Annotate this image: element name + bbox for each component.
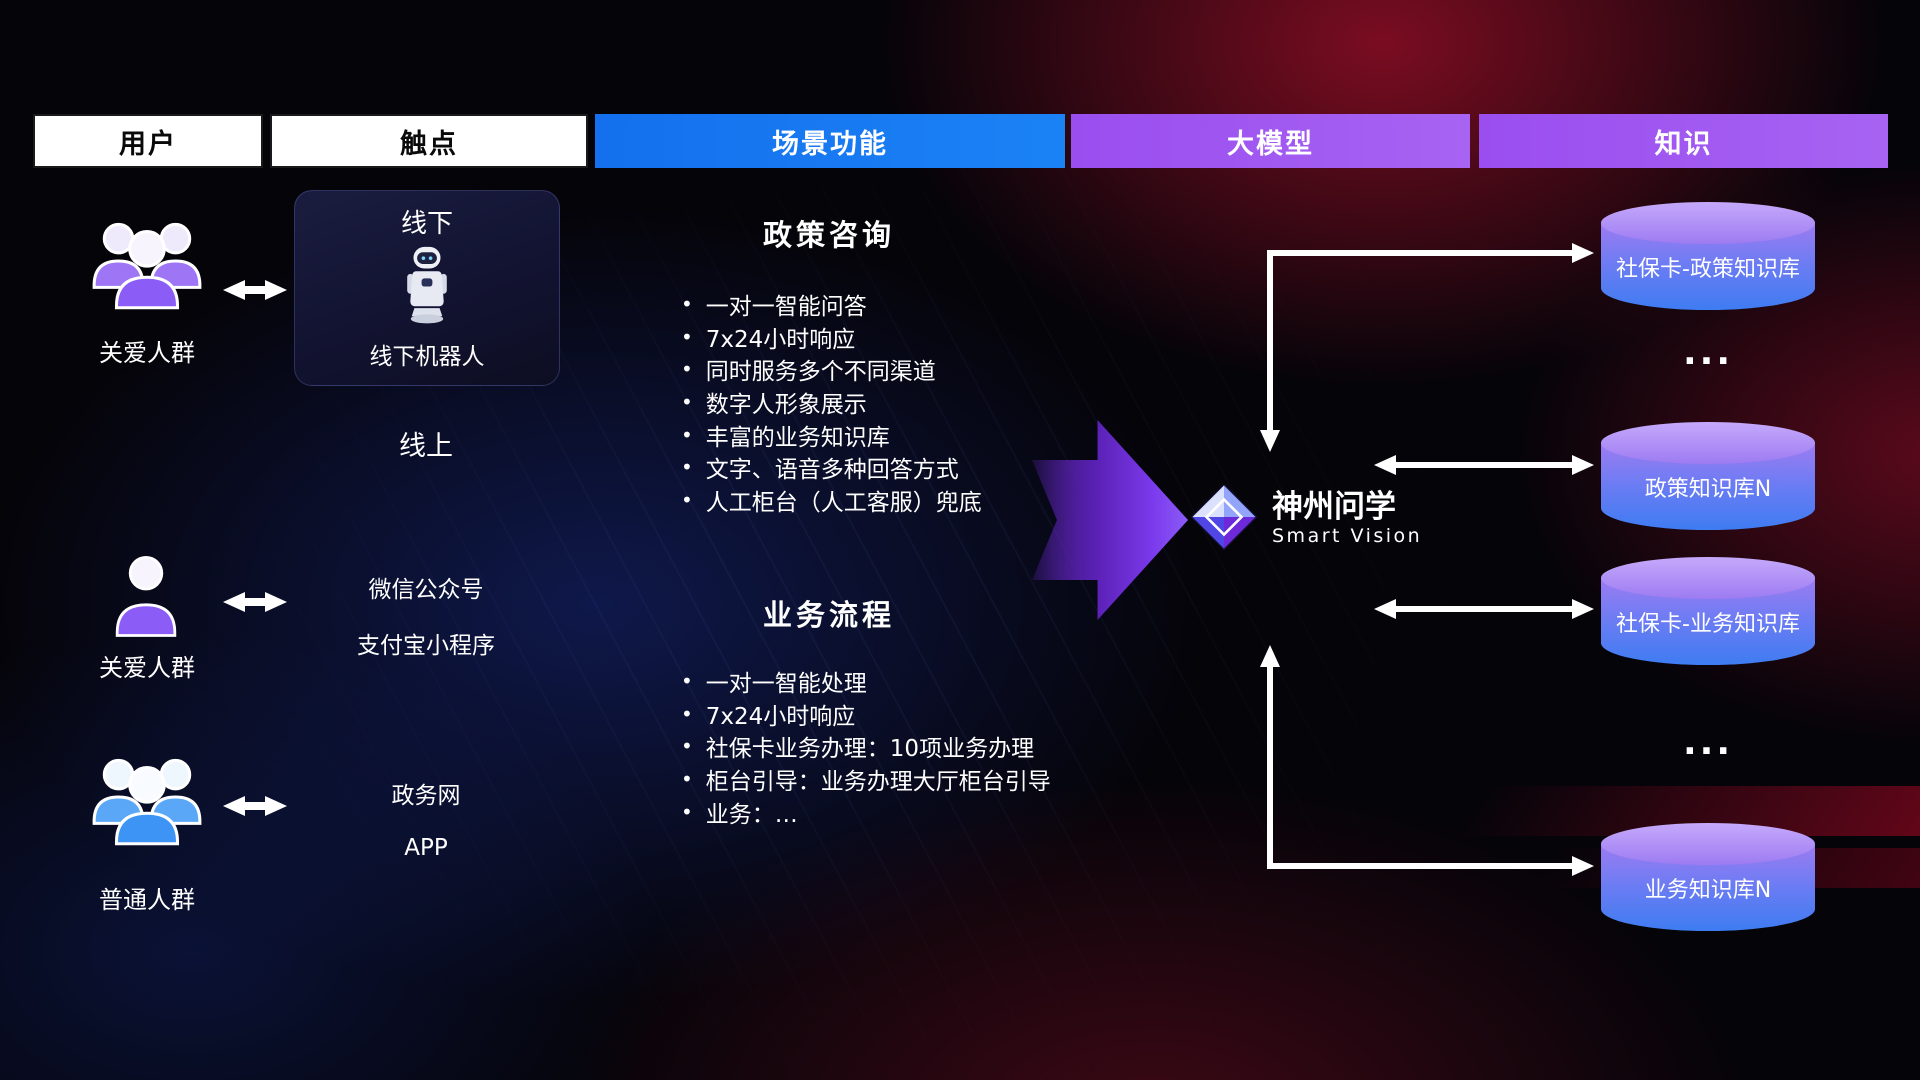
column-header-knowledge: 知识 [1479, 114, 1888, 168]
user-group-label: 普通人群 [99, 886, 195, 914]
kb-ellipsis: ... [1682, 722, 1734, 763]
kb-policy-n: 政策知识库N [1601, 422, 1815, 530]
feature-item: 人工柜台（人工客服）兜底 [681, 484, 1101, 517]
kb-label: 政策知识库N [1644, 477, 1772, 502]
column-header-scenario: 场景功能 [595, 114, 1065, 168]
feature-item: 数字人形象展示 [681, 386, 1101, 419]
feature-item: 社保卡业务办理：10项业务办理 [681, 730, 1101, 763]
policy-feature-list: 一对一智能问答 7x24小时响应 同时服务多个不同渠道 数字人形象展示 丰富的业… [681, 288, 1101, 516]
business-process-title: 业务流程 [762, 598, 895, 632]
feature-item: 业务：… [681, 795, 1101, 828]
feature-item: 一对一智能处理 [681, 665, 1101, 698]
database-icon [1601, 202, 1815, 244]
general-group-icon [86, 748, 208, 854]
care-person-icon [104, 549, 188, 646]
feature-item: 文字、语音多种回答方式 [681, 451, 1101, 484]
model-to-kb1-arrow [1260, 243, 1594, 452]
feature-item: 7x24小时响应 [681, 698, 1101, 731]
business-feature-list: 一对一智能处理 7x24小时响应 社保卡业务办理：10项业务办理 柜台引导：业务… [681, 665, 1101, 828]
touchpoint-wechat: 微信公众号 [368, 577, 484, 603]
feature-item: 同时服务多个不同渠道 [681, 353, 1101, 386]
brand-name: 神州问学 [1272, 489, 1396, 525]
column-header-user: 用户 [33, 114, 263, 168]
touchpoint-alipay: 支付宝小程序 [357, 633, 495, 659]
database-icon [1601, 557, 1815, 599]
smart-vision-logo-icon [1189, 482, 1259, 556]
user-group-label: 关爱人群 [99, 339, 195, 367]
kb-label: 业务知识库N [1644, 878, 1772, 903]
offline-title: 线下 [400, 209, 453, 239]
touchpoint-gov-web: 政务网 [391, 783, 461, 809]
robot-icon [400, 245, 454, 332]
kb-label: 社保卡-政策知识库 [1616, 257, 1800, 282]
offline-touchpoint-card: 线下 线下机器人 [294, 190, 560, 386]
brand-subtitle: Smart Vision [1272, 525, 1423, 547]
touchpoint-app: APP [404, 835, 448, 861]
smart-vision-logo: 神州问学 Smart Vision [1189, 482, 1422, 556]
kb-policy-social-card: 社保卡-政策知识库 [1601, 202, 1815, 310]
feature-item: 柜台引导：业务办理大厅柜台引导 [681, 763, 1101, 796]
kb-business-social-card: 社保卡-业务知识库 [1601, 557, 1815, 665]
offline-robot-label: 线下机器人 [369, 344, 485, 370]
policy-consult-title: 政策咨询 [762, 218, 895, 252]
care-group-icon [86, 212, 208, 318]
kb-ellipsis: ... [1682, 332, 1734, 373]
database-icon [1601, 823, 1815, 865]
column-header-model: 大模型 [1071, 114, 1470, 168]
kb-business-n: 业务知识库N [1601, 823, 1815, 931]
online-title: 线上 [399, 431, 453, 462]
user-group-label: 关爱人群 [99, 654, 195, 682]
model-to-kb4-arrow [1260, 645, 1594, 876]
feature-item: 一对一智能问答 [681, 288, 1101, 321]
feature-item: 丰富的业务知识库 [681, 418, 1101, 451]
kb-label: 社保卡-业务知识库 [1616, 612, 1800, 637]
column-header-touchpoint: 触点 [270, 114, 588, 168]
database-icon [1601, 422, 1815, 464]
feature-item: 7x24小时响应 [681, 321, 1101, 354]
